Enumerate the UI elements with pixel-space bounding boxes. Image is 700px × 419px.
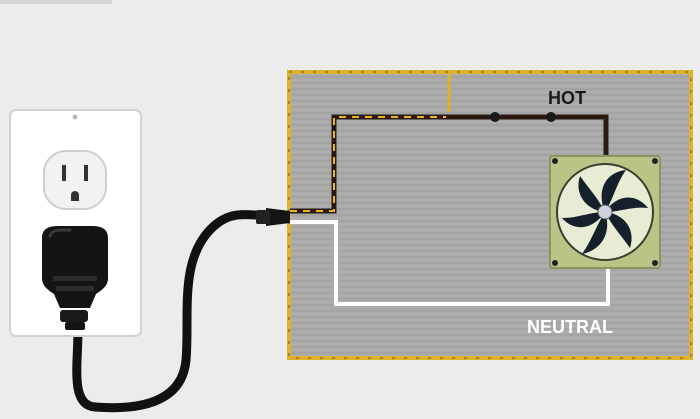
hot-label: HOT	[548, 88, 586, 108]
cord-strain-relief	[256, 210, 270, 224]
neutral-label: NEUTRAL	[527, 317, 613, 337]
hot-wire-dashed-segment	[290, 116, 446, 212]
power-cord	[72, 208, 290, 413]
cord-connector	[266, 208, 290, 226]
plug-icon	[42, 226, 108, 330]
hot-junction-dot-1	[490, 112, 500, 122]
hot-junction-dot-2	[546, 112, 556, 122]
plug-neck	[60, 310, 88, 322]
wall-trim	[0, 0, 112, 4]
fan-icon	[549, 155, 661, 269]
hot-wire	[290, 112, 609, 214]
panel-border-grunge	[288, 71, 692, 359]
fan-blades	[562, 170, 648, 254]
neutral-wire	[290, 220, 610, 306]
outlet-receptacle	[43, 150, 107, 210]
